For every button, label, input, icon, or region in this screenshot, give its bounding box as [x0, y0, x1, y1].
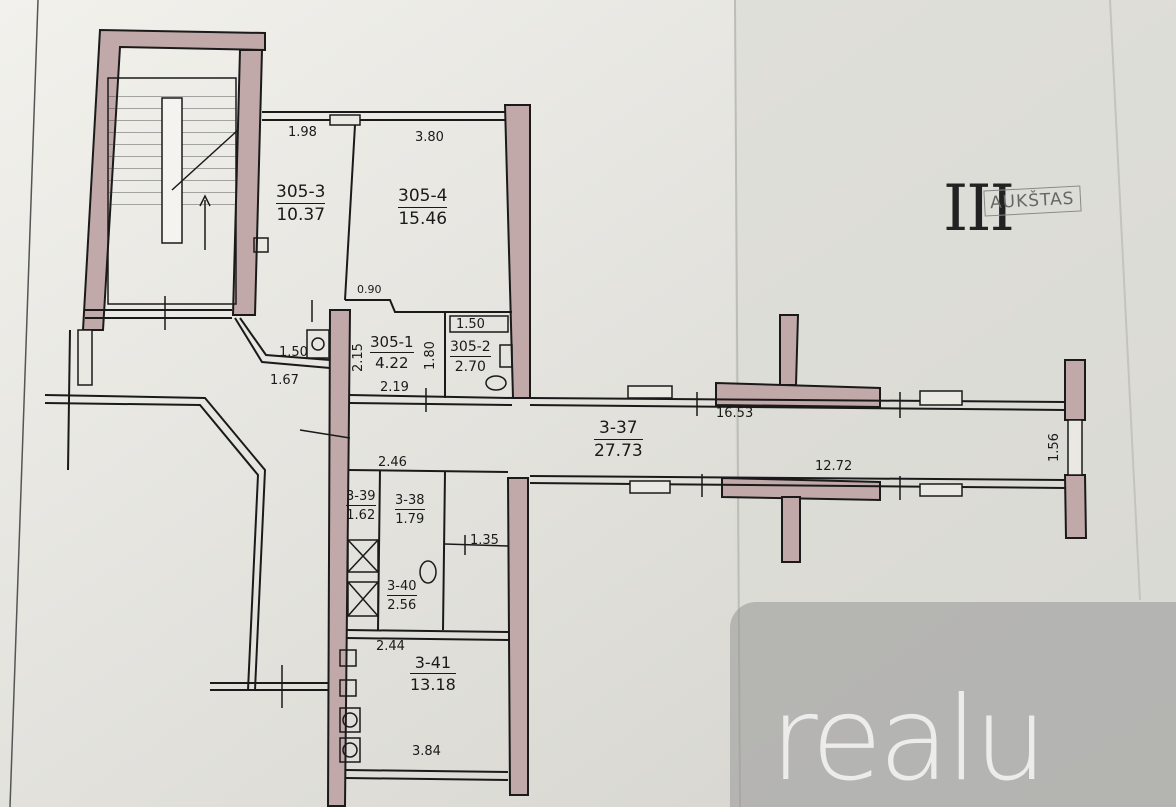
room-label: 3-39 1.62 — [346, 490, 376, 522]
dimension-label: 2.44 — [376, 639, 405, 654]
room-area: 1.62 — [346, 508, 376, 523]
room-code: 3-41 — [410, 655, 456, 674]
room-area: 10.37 — [276, 205, 326, 225]
room-code: 305-3 — [276, 182, 326, 204]
room-code: 3-37 — [594, 420, 643, 440]
room-area: 2.70 — [454, 359, 486, 375]
room-label: 3-40 2.56 — [387, 580, 417, 612]
dimension-label: 1.98 — [288, 125, 317, 140]
paper-edge-left — [9, 0, 39, 807]
dimension-label: 12.72 — [815, 459, 853, 474]
room-label: 305-1 4.22 — [370, 335, 414, 371]
room-area: 4.22 — [375, 354, 409, 372]
fixtures — [253, 237, 513, 763]
staircase — [107, 77, 239, 305]
room-area: 2.56 — [387, 598, 417, 613]
dimension-label: 1.80 — [423, 341, 438, 370]
dimension-label: 1.56 — [1047, 433, 1062, 462]
windows — [77, 114, 1083, 497]
watermark-overlay: realu — [730, 602, 1176, 807]
dimension-label: 0.90 — [357, 283, 382, 296]
room-label: 3-37 27.73 — [594, 420, 643, 460]
room-label: 305-3 10.37 — [276, 182, 326, 225]
dimension-label: 2.46 — [378, 455, 407, 470]
room-area: 27.73 — [594, 441, 643, 461]
thin-walls — [44, 111, 1066, 781]
dimension-label: 3.80 — [415, 130, 444, 145]
floor-label-stamp: AUKŠTAS — [983, 185, 1082, 217]
walls — [81, 28, 1088, 807]
dimension-label: 1.50 — [456, 317, 485, 332]
room-label: 3-41 13.18 — [410, 655, 456, 693]
room-code: 305-2 — [450, 339, 491, 357]
room-code: 3-39 — [346, 489, 376, 506]
room-label: 305-4 15.46 — [398, 186, 448, 229]
dimension-label: 3.84 — [412, 744, 441, 759]
paper-edge — [1109, 0, 1141, 601]
room-code: 305-4 — [398, 186, 448, 208]
dimension-label: 16.53 — [716, 406, 754, 421]
room-label: 305-2 2.70 — [450, 340, 491, 374]
dimension-label: 1.35 — [470, 533, 499, 548]
room-code: 305-1 — [370, 333, 414, 353]
watermark-logo-text: realu — [770, 672, 1047, 807]
room-label: 3-38 1.79 — [395, 494, 425, 526]
room-area: 15.46 — [398, 209, 448, 229]
room-code: 3-38 — [395, 493, 425, 510]
floor-roman-numeral: III — [943, 172, 1015, 246]
room-area: 13.18 — [410, 675, 456, 694]
dimension-label: 1.67 — [270, 373, 299, 388]
dimension-ticks — [164, 296, 901, 708]
dimension-label: 2.15 — [351, 343, 366, 372]
room-area: 1.79 — [395, 512, 425, 527]
dimension-label: 2.19 — [380, 380, 409, 395]
dimension-label: 1.50 — [279, 345, 308, 360]
room-code: 3-40 — [387, 579, 417, 596]
